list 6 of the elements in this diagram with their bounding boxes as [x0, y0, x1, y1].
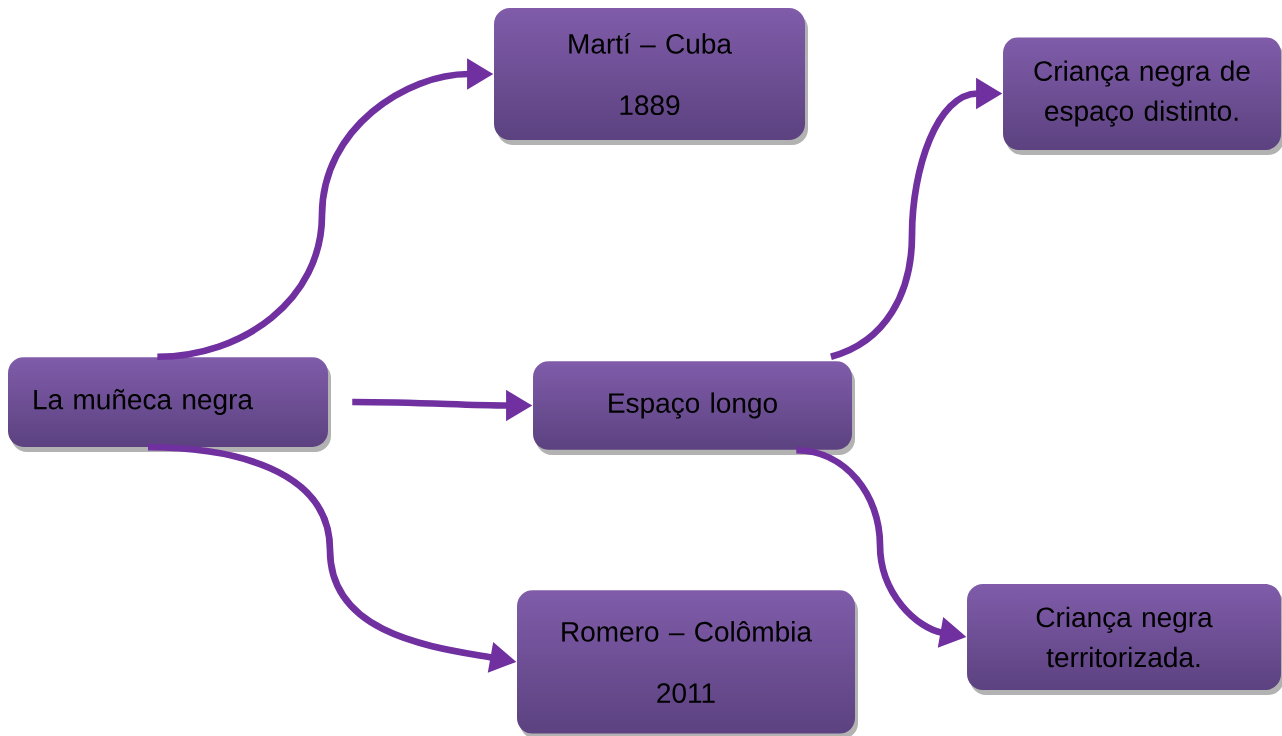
rounded-box: La muñeca negra — [8, 357, 331, 452]
rounded-box: Martí – Cuba 1889 — [494, 8, 808, 145]
rounded-box: Criança negra territorizada. — [967, 584, 1282, 695]
rounded-box: Romero – Colômbia 2011 — [517, 590, 858, 736]
rounded-box: Espaço longo — [533, 361, 855, 455]
rounded-box: Criança negra de espaço distinto. — [1003, 37, 1282, 155]
